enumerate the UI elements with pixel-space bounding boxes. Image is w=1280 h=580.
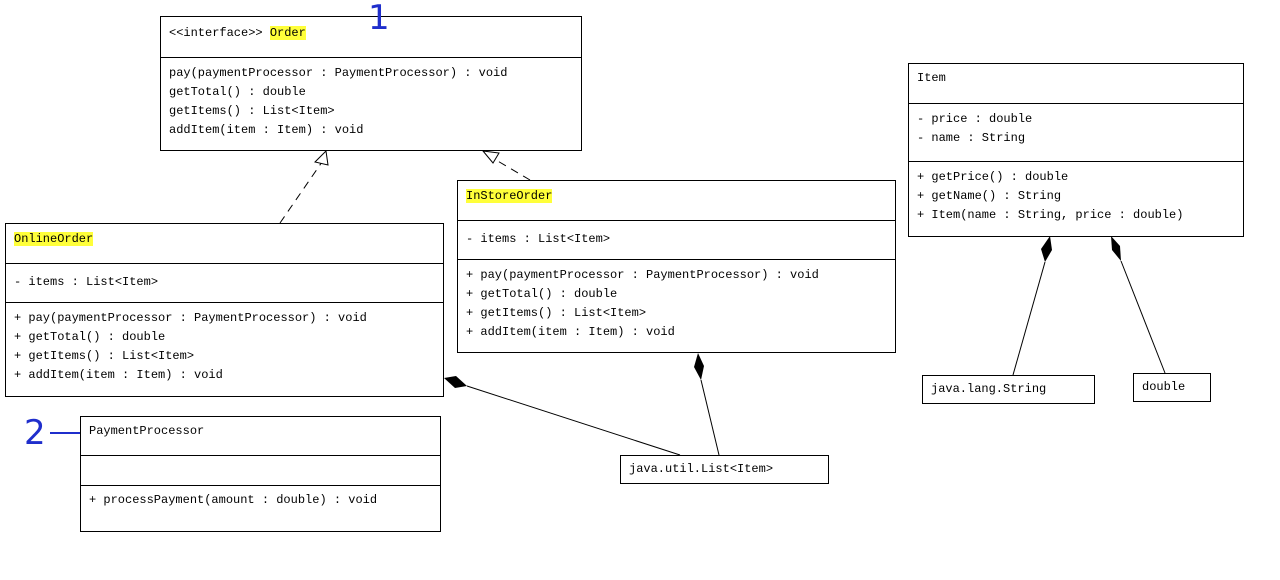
item-methods: + getPrice() : double + getName() : Stri…: [909, 161, 1243, 231]
realization-arrowhead-online: [314, 149, 329, 166]
item-name: Item: [917, 71, 946, 85]
item-header: Item: [909, 64, 1243, 103]
order-methods: pay(paymentProcessor : PaymentProcessor)…: [161, 57, 581, 146]
order-method: getItems() : List<Item>: [169, 104, 335, 118]
payment-processor-header: PaymentProcessor: [81, 417, 440, 455]
instore-order-class-box: InStoreOrder - items : List<Item> + pay(…: [457, 180, 896, 353]
composition-diamond-item-double: [1111, 236, 1121, 261]
composition-line-item-string: [1012, 261, 1046, 376]
order-name: Order: [269, 26, 306, 40]
item-attributes: - price : double - name : String: [909, 103, 1243, 161]
instore-order-method: + addItem(item : Item) : void: [466, 325, 675, 339]
order-method: pay(paymentProcessor : PaymentProcessor)…: [169, 66, 508, 80]
item-method: + getName() : String: [917, 189, 1062, 203]
order-method: addItem(item : Item) : void: [169, 123, 364, 137]
java-lang-string-box: java.lang.String: [922, 375, 1095, 404]
online-order-method: + addItem(item : Item) : void: [14, 368, 223, 382]
item-method: + getPrice() : double: [917, 170, 1069, 184]
instore-order-method: + getTotal() : double: [466, 287, 618, 301]
order-header: <<interface>> Order: [161, 17, 581, 57]
instore-order-methods: + pay(paymentProcessor : PaymentProcesso…: [458, 259, 895, 348]
online-order-name: OnlineOrder: [14, 232, 94, 246]
instore-order-attributes: - items : List<Item>: [458, 220, 895, 259]
order-interface-box: <<interface>> Order pay(paymentProcessor…: [160, 16, 582, 151]
online-order-method: + getItems() : List<Item>: [14, 349, 195, 363]
item-class-box: Item - price : double - name : String + …: [908, 63, 1244, 237]
composition-diamond-item-string: [1041, 236, 1052, 262]
online-order-header: OnlineOrder: [6, 224, 443, 263]
online-order-method: + getTotal() : double: [14, 330, 166, 344]
realization-line-online: [279, 161, 323, 224]
online-order-attribute: - items : List<Item>: [14, 275, 159, 289]
payment-processor-methods: + processPayment(amount : double) : void: [81, 485, 440, 516]
online-order-class-box: OnlineOrder - items : List<Item> + pay(p…: [5, 223, 444, 397]
instore-order-header: InStoreOrder: [458, 181, 895, 220]
item-method: + Item(name : String, price : double): [917, 208, 1184, 222]
composition-diamond-online-list: [444, 376, 467, 388]
composition-line-item-double: [1120, 260, 1166, 374]
payment-processor-method: + processPayment(amount : double) : void: [89, 493, 378, 507]
payment-processor-class-box: PaymentProcessor + processPayment(amount…: [80, 416, 441, 532]
composition-diamond-instore-list: [694, 353, 704, 380]
instore-order-method: + getItems() : List<Item>: [466, 306, 647, 320]
payment-processor-name: PaymentProcessor: [89, 424, 205, 438]
composition-line-instore-list: [700, 379, 720, 456]
instore-order-attribute: - items : List<Item>: [466, 232, 611, 246]
instore-order-name: InStoreOrder: [466, 189, 553, 203]
annotation-number-2: 2: [24, 413, 46, 453]
composition-line-online-list: [466, 385, 681, 456]
realization-line-instore: [495, 159, 531, 181]
payment-processor-attributes: [81, 455, 440, 485]
online-order-attributes: - items : List<Item>: [6, 263, 443, 302]
java-util-list-box: java.util.List<Item>: [620, 455, 829, 484]
instore-order-method: + pay(paymentProcessor : PaymentProcesso…: [466, 268, 819, 282]
annotation-number-1: 1: [368, 0, 390, 38]
online-order-method: + pay(paymentProcessor : PaymentProcesso…: [14, 311, 367, 325]
item-attribute: - name : String: [917, 131, 1026, 145]
item-attribute: - price : double: [917, 112, 1033, 126]
double-box: double: [1133, 373, 1211, 402]
online-order-methods: + pay(paymentProcessor : PaymentProcesso…: [6, 302, 443, 391]
realization-arrowhead-instore: [481, 150, 500, 164]
order-stereotype: <<interface>>: [169, 26, 263, 40]
order-method: getTotal() : double: [169, 85, 306, 99]
